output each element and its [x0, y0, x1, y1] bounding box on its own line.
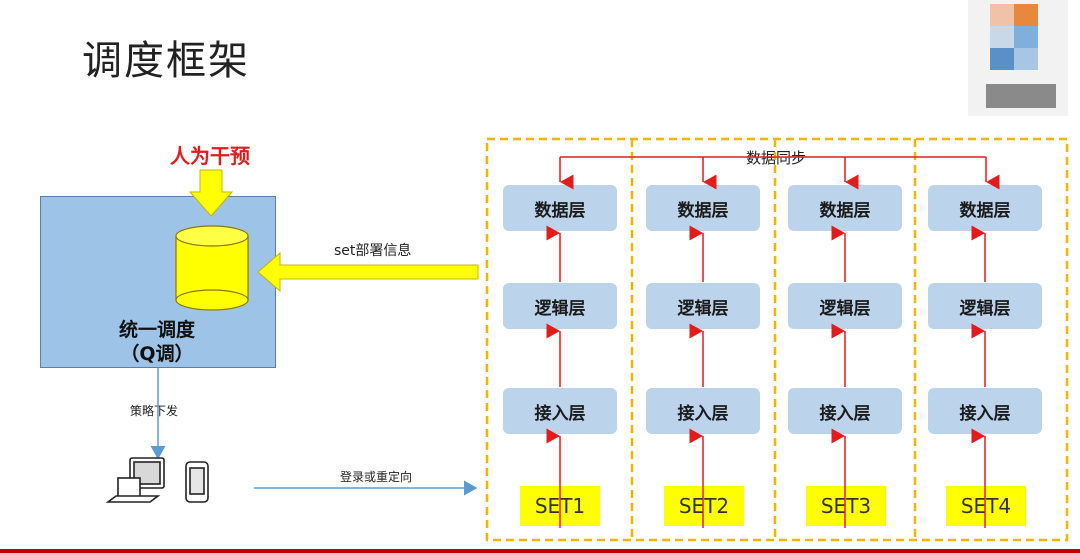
data-layer-box-4: 数据层: [928, 185, 1042, 231]
phone-icon: [185, 461, 209, 503]
set2-label: SET2: [664, 486, 744, 526]
unified-scheduler-label: 统一调度 （Q调）: [40, 318, 274, 366]
set3-label: SET3: [806, 486, 886, 526]
bottom-rule: [0, 549, 1080, 553]
set-deploy-arrow: [257, 251, 479, 293]
data-layer-box-2: 数据层: [646, 185, 760, 231]
set-dashed-borders: [485, 137, 1069, 542]
set4-label: SET4: [946, 486, 1026, 526]
page-title: 调度框架: [82, 38, 250, 84]
logic-layer-box-2: 逻辑层: [646, 283, 760, 329]
manual-intervention-arrow: [188, 169, 234, 217]
data-layer-box-3: 数据层: [788, 185, 902, 231]
unified-label-line2: （Q调）: [120, 343, 194, 365]
computer-icon: [105, 457, 165, 503]
avatar: [968, 0, 1068, 116]
policy-dispatch-label: 策略下发: [130, 404, 179, 418]
manual-intervention-label: 人为干预: [170, 144, 250, 168]
unified-label-line1: 统一调度: [118, 319, 195, 341]
access-layer-box-3: 接入层: [788, 388, 902, 434]
database-icon: [175, 225, 249, 311]
login-redirect-label: 登录或重定向: [340, 470, 413, 484]
access-layer-box-4: 接入层: [928, 388, 1042, 434]
access-layer-box-2: 接入层: [646, 388, 760, 434]
logic-layer-box-4: 逻辑层: [928, 283, 1042, 329]
logic-layer-box-1: 逻辑层: [503, 283, 617, 329]
set-deploy-info-label: set部署信息: [334, 243, 412, 259]
access-layer-box-1: 接入层: [503, 388, 617, 434]
data-layer-box-1: 数据层: [503, 185, 617, 231]
layer-up-arrows: [546, 225, 986, 528]
logic-layer-box-3: 逻辑层: [788, 283, 902, 329]
data-sync-arrows: [559, 156, 1000, 190]
sets-outer-border: [485, 137, 1069, 542]
